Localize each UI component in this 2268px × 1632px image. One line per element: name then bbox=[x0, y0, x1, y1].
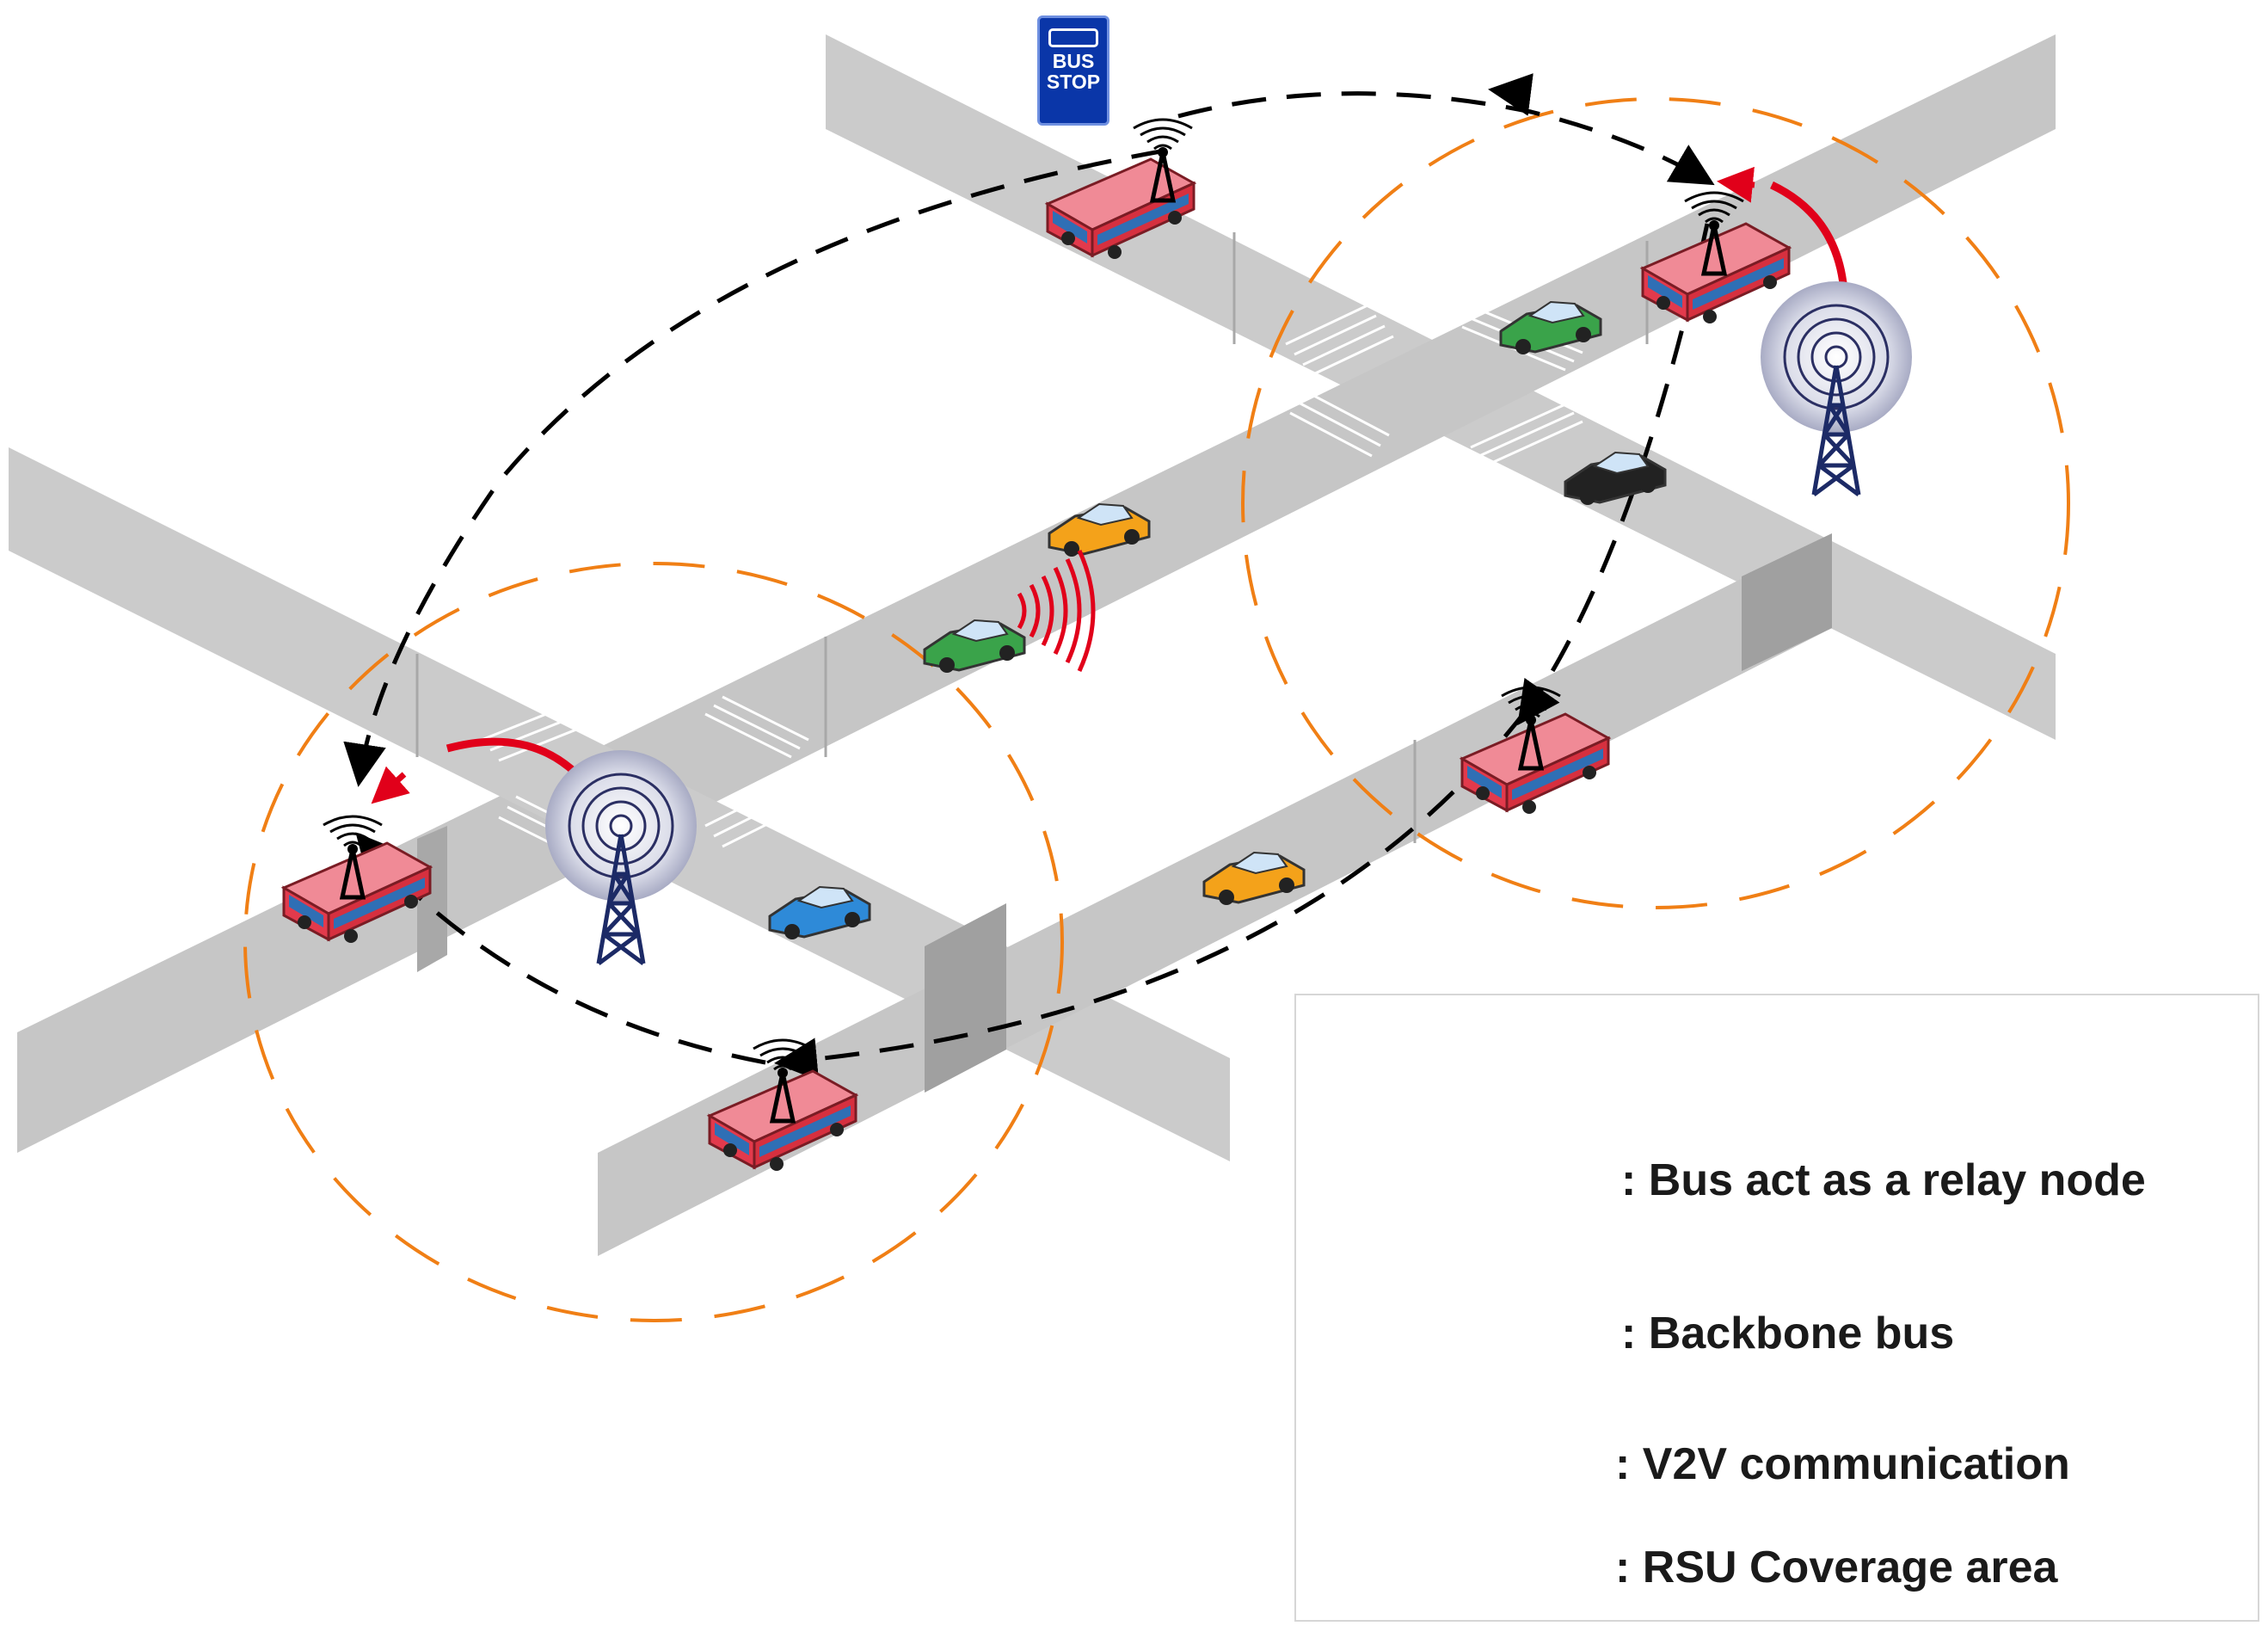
road-shadow bbox=[925, 903, 1006, 1093]
backbone-link bbox=[343, 148, 1166, 787]
relay-arrow-small bbox=[371, 766, 410, 804]
backbone-link bbox=[1177, 91, 1715, 186]
rsu-coverage-right bbox=[1241, 97, 2070, 909]
legend-backbone-label: : Backbone bus bbox=[1621, 1309, 1955, 1358]
rsu-tower-icon bbox=[1761, 281, 1912, 495]
legend-coverage-label: : RSU Coverage area bbox=[1615, 1543, 2058, 1592]
backbone-link bbox=[1517, 223, 1710, 726]
bus-stop-line2: STOP bbox=[1046, 71, 1101, 93]
legend-v2v-label: : V2V communication bbox=[1615, 1439, 2070, 1489]
rsu-coverage-left bbox=[243, 562, 1064, 1322]
road-shadow bbox=[1742, 533, 1832, 671]
bus-glyph-icon bbox=[1048, 28, 1098, 47]
backbone-link bbox=[774, 708, 1528, 1081]
relay-arrow-small bbox=[1717, 166, 1755, 203]
road-shadow bbox=[417, 826, 447, 972]
rsu-coverage-areas bbox=[243, 97, 2070, 1322]
rsu-tower-icon bbox=[545, 750, 697, 964]
legend bbox=[1294, 994, 2259, 1622]
bus-stop-sign-icon: BUS STOP bbox=[1037, 15, 1109, 126]
legend-relay-label: : Bus act as a relay node bbox=[1621, 1155, 2146, 1205]
bus-stop-line1: BUS bbox=[1052, 50, 1095, 72]
